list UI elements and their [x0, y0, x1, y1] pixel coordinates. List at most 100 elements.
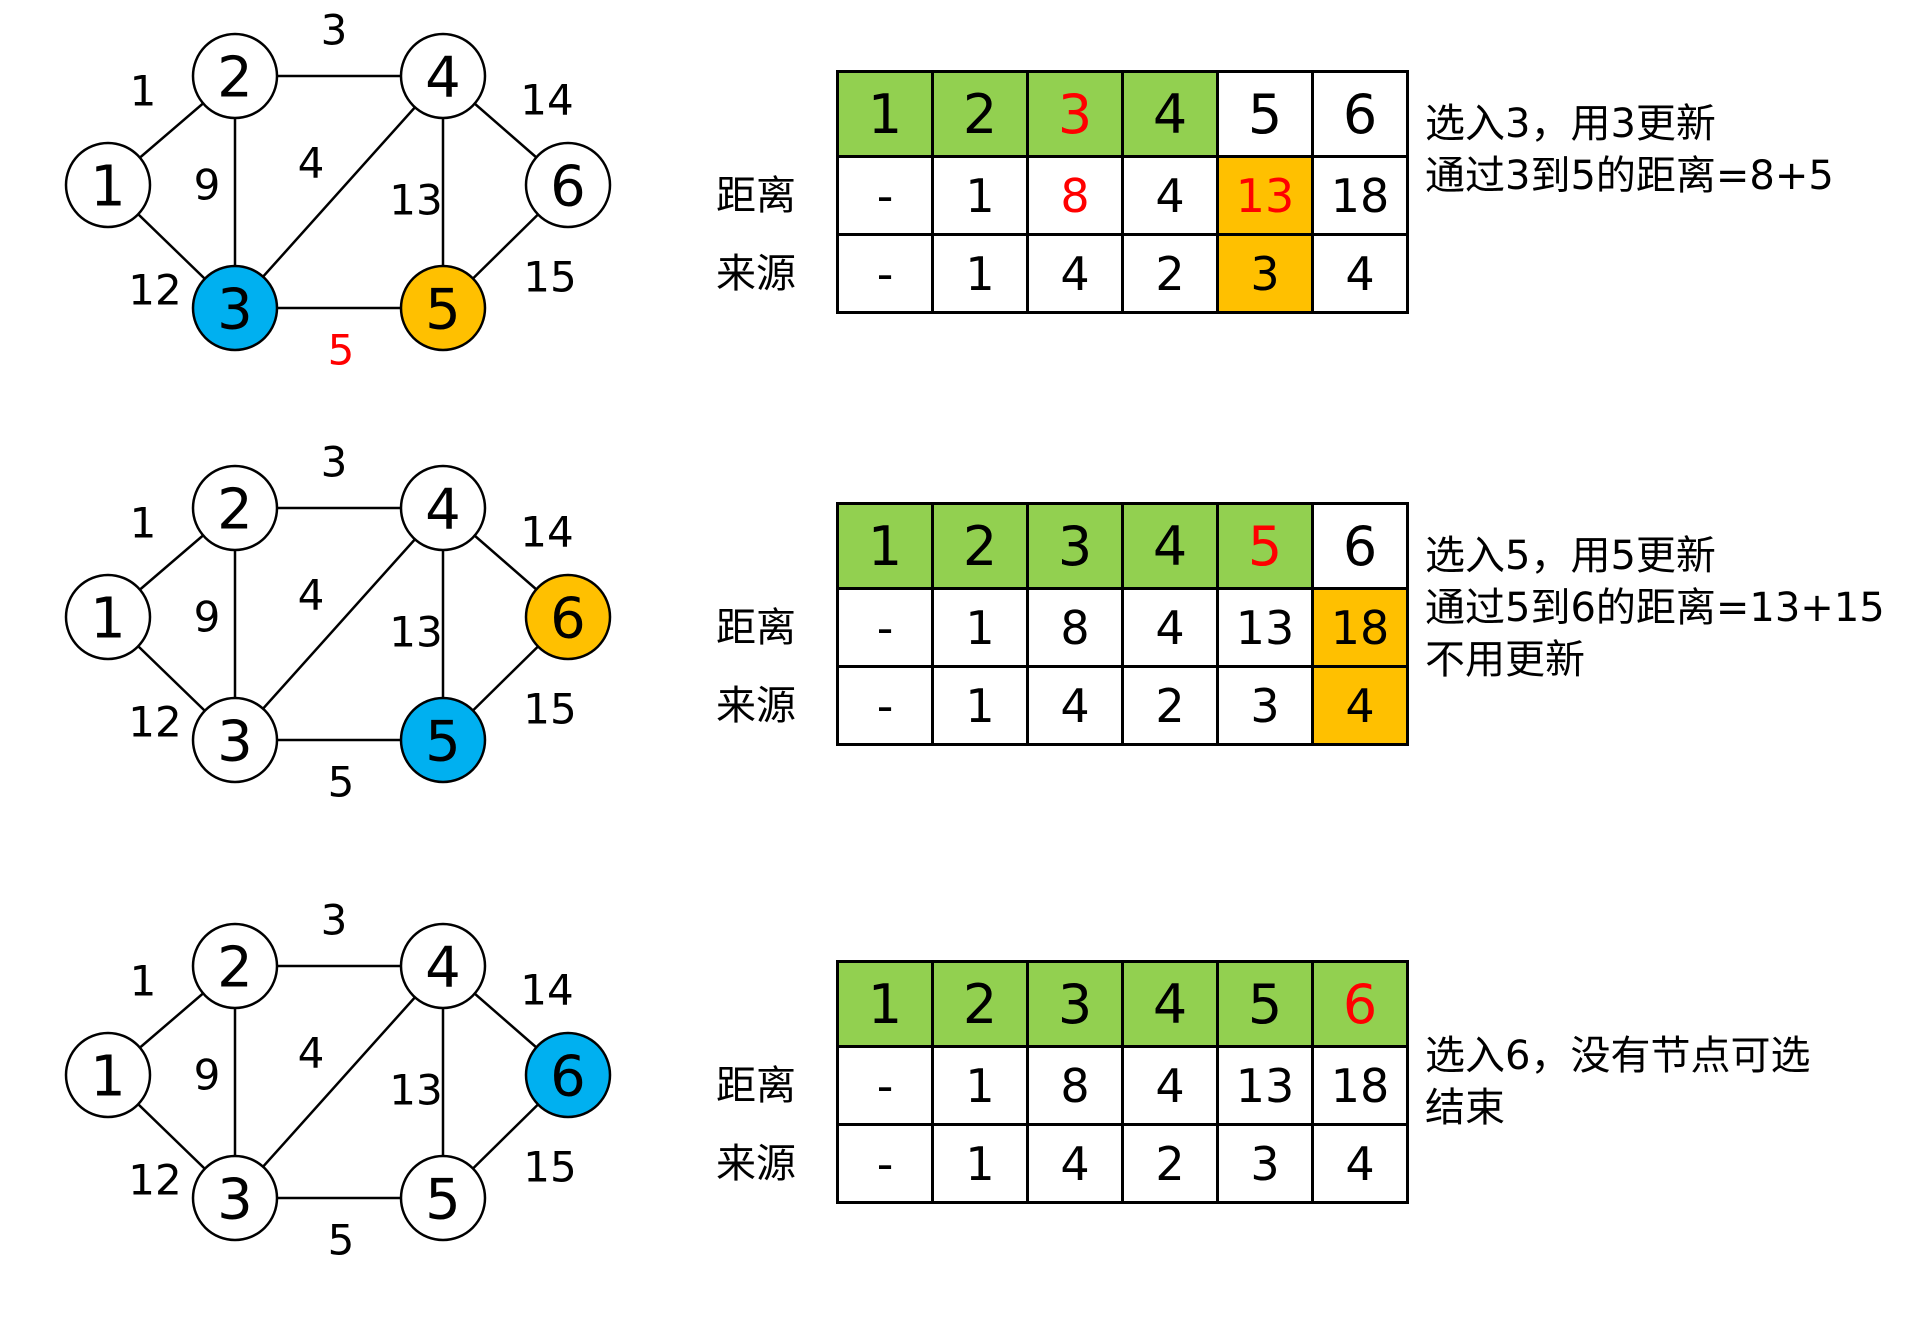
source-cell: 1: [931, 1123, 1029, 1204]
edge-weight-label: 14: [520, 508, 573, 557]
edge-weight-label: 14: [520, 966, 573, 1015]
graph-node-4: [399, 464, 487, 552]
header-cell: 1: [836, 70, 934, 158]
graph-node-label: 4: [425, 936, 461, 1001]
edge-weight-label: 12: [128, 698, 181, 747]
header-cell: 6: [1311, 960, 1409, 1048]
edge-weight-label: 13: [389, 608, 442, 657]
edge-weight-label: 4: [298, 571, 325, 620]
distance-cell: 1: [931, 1045, 1029, 1126]
distance-cell: 4: [1121, 587, 1219, 668]
note-line: 选入3，用3更新: [1425, 101, 1716, 147]
distance-cell: 1: [931, 587, 1029, 668]
graph-node-label: 2: [217, 46, 253, 111]
distance-cell: 8: [1026, 155, 1124, 236]
source-row-label: 来源: [716, 251, 796, 297]
graph-node-label: 2: [217, 478, 253, 543]
header-cell: 6: [1311, 502, 1409, 590]
distance-cell: 18: [1311, 155, 1409, 236]
header-cell: 3: [1026, 960, 1124, 1048]
edge-weight-label: 1: [130, 67, 157, 116]
note-line: 选入6，没有节点可选: [1425, 1033, 1811, 1079]
graph-node-5: [399, 264, 487, 352]
distance-cell: 8: [1026, 1045, 1124, 1126]
source-cell: 3: [1216, 1123, 1314, 1204]
source-cell: 1: [931, 665, 1029, 746]
source-cell: 3: [1216, 665, 1314, 746]
source-cell: 4: [1026, 233, 1124, 314]
distance-cell: 8: [1026, 587, 1124, 668]
header-cell: 3: [1026, 70, 1124, 158]
distance-cell: 18: [1311, 1045, 1409, 1126]
edge-weight-label: 5: [328, 326, 355, 375]
graph-node-1: [64, 141, 152, 229]
edge-weight-label: 4: [298, 1029, 325, 1078]
graph-node-1: [64, 1031, 152, 1119]
source-cell: 4: [1026, 1123, 1124, 1204]
source-cell: 4: [1311, 233, 1409, 314]
edge-3-4: [234, 507, 444, 741]
graph-node-label: 2: [217, 936, 253, 1001]
edge-weight-label: 3: [321, 6, 348, 55]
graph-node-3: [191, 1154, 279, 1242]
source-cell: 3: [1216, 233, 1314, 314]
graph-node-4: [399, 32, 487, 120]
distance-cell: 13: [1216, 587, 1314, 668]
edge-weight-label: 15: [523, 685, 576, 734]
graph-node-6: [524, 141, 612, 229]
graph-node-label: 4: [425, 46, 461, 111]
header-cell: 4: [1121, 502, 1219, 590]
source-cell: 4: [1026, 665, 1124, 746]
edge-weight-label: 13: [389, 1066, 442, 1115]
distance-cell: 18: [1311, 587, 1409, 668]
note-line: 通过3到5的距离=8+5: [1425, 153, 1834, 199]
graph-node-label: 6: [550, 155, 586, 220]
graph-node-2: [191, 464, 279, 552]
source-cell: -: [836, 233, 934, 314]
source-cell: 4: [1311, 1123, 1409, 1204]
graph-node-label: 1: [90, 155, 126, 220]
graph-node-2: [191, 32, 279, 120]
note-line: 选入5，用5更新: [1425, 533, 1716, 579]
graph-node-label: 4: [425, 478, 461, 543]
distance-cell: 1: [931, 155, 1029, 236]
graph-node-3: [191, 264, 279, 352]
header-cell: 4: [1121, 70, 1219, 158]
source-cell: -: [836, 1123, 934, 1204]
edge-weight-label: 9: [194, 593, 221, 642]
distance-cell: 13: [1216, 155, 1314, 236]
source-cell: 2: [1121, 233, 1219, 314]
edge-weight-label: 13: [389, 176, 442, 225]
source-cell: 2: [1121, 1123, 1219, 1204]
distance-row-label: 距离: [716, 605, 796, 651]
graph-node-label: 5: [425, 710, 461, 775]
source-cell: -: [836, 665, 934, 746]
graph-node-label: 6: [550, 587, 586, 652]
header-cell: 1: [836, 502, 934, 590]
distance-row-label: 距离: [716, 1063, 796, 1109]
edge-weight-label: 3: [321, 438, 348, 487]
edge-weight-label: 12: [128, 1156, 181, 1205]
graph-node-label: 3: [217, 710, 253, 775]
graph-node-label: 6: [550, 1045, 586, 1110]
source-cell: 2: [1121, 665, 1219, 746]
edge-weight-label: 5: [328, 758, 355, 807]
edge-weight-label: 3: [321, 896, 348, 945]
source-cell: 4: [1311, 665, 1409, 746]
edge-weight-label: 15: [523, 253, 576, 302]
graph-node-label: 3: [217, 278, 253, 343]
graph-node-5: [399, 696, 487, 784]
distance-cell: 4: [1121, 1045, 1219, 1126]
